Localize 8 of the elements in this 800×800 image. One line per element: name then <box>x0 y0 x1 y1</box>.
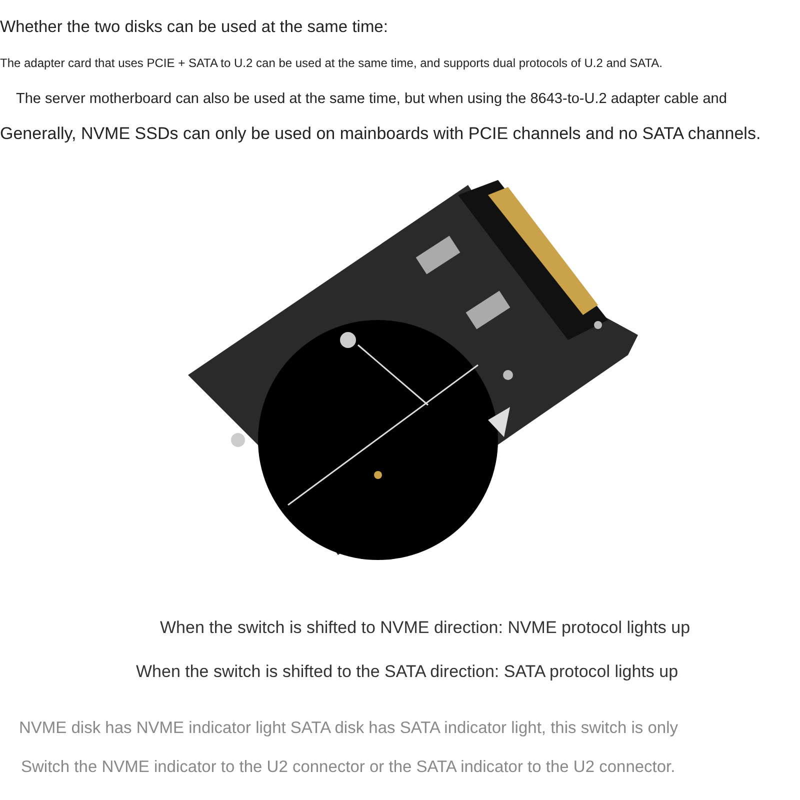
caption-text: When the switch is shifted to the SATA direction: SATA protocol lights up <box>136 662 678 682</box>
note-text: Switch the NVME indicator to the U2 connector or the SATA indicator to the U2 connector. <box>21 758 676 777</box>
note-text: Generally, NVME SSDs can only be used on mainboards with PCIE channels and no SATA channels. <box>0 124 761 144</box>
note-text: The adapter card that uses PCIE + SATA to U.2 can be used at the same time, and supports dual protocols of U.2 and SATA. <box>0 56 662 70</box>
caption-text: When the switch is shifted to NVME direction: NVME protocol lights up <box>160 618 690 638</box>
heading: Whether the two disks can be used at the same time: <box>0 18 388 37</box>
note-text: The server motherboard can also be used at the same time, but when using the 8643-to-U.2 adapter cable and <box>16 91 727 107</box>
note-text: NVME disk has NVME indicator light SATA disk has SATA indicator light, this switch is only <box>19 719 678 738</box>
